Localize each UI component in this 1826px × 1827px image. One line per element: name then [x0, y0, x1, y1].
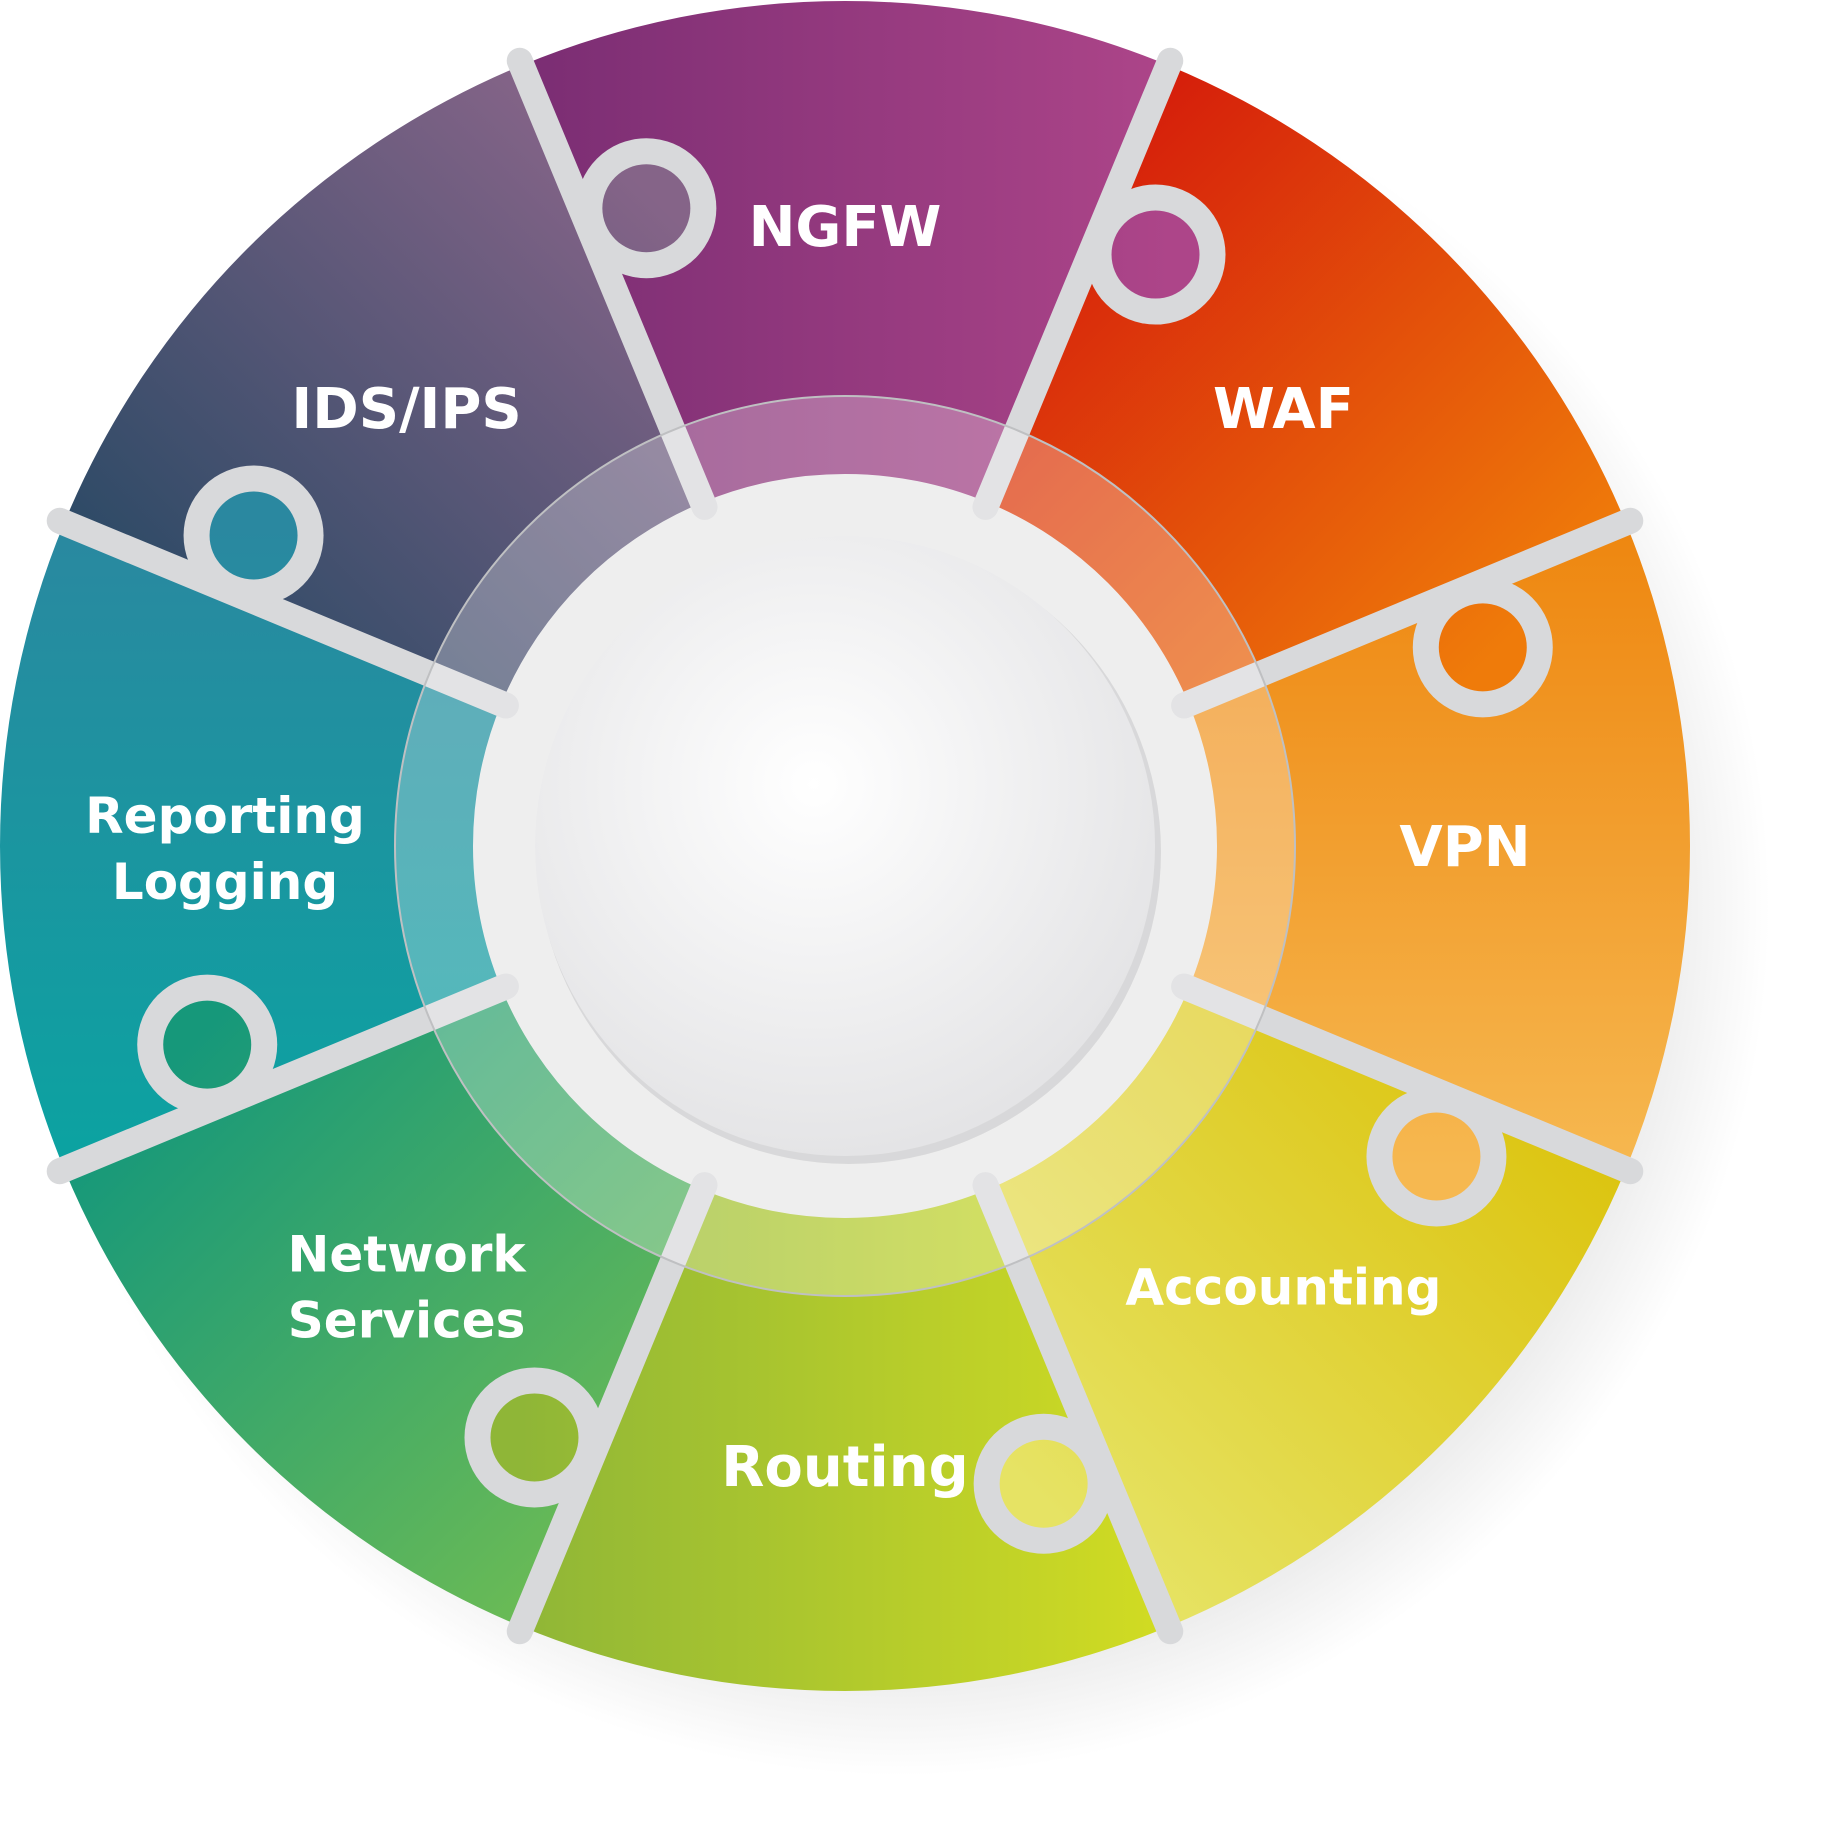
knob-ngfw [1111, 210, 1200, 299]
label-ids-ips: IDS/IPS [291, 377, 521, 442]
label-routing: Routing [721, 1435, 968, 1500]
label-vpn: VPN [1399, 815, 1530, 880]
puzzle-knobs [137, 138, 1553, 1554]
label-network-services-line-1: Network [288, 1226, 528, 1284]
knob-ids-ips [602, 164, 691, 253]
segment-vpn [1188, 522, 1690, 1170]
knob-routing [490, 1393, 579, 1482]
segment-routing [521, 1189, 1169, 1691]
center-ring [394, 395, 1296, 1297]
knob-waf [1438, 603, 1527, 692]
separator-line [972, 1172, 1184, 1645]
segment-separators [46, 47, 1644, 1645]
separator-line [506, 47, 718, 520]
segment-ngfw [521, 0, 1169, 503]
label-waf: WAF [1213, 377, 1354, 442]
wheel-segments [0, 0, 1690, 1691]
separator-line [1171, 507, 1644, 719]
knob-vpn [1392, 1112, 1481, 1201]
segment-reporting-logging [0, 522, 502, 1170]
label-ngfw: NGFW [749, 195, 942, 260]
label-reporting-logging-line-1: Reporting [85, 787, 365, 845]
separator-line [506, 1172, 718, 1645]
separator-line [46, 507, 519, 719]
label-network-services-line-2: Services [288, 1292, 526, 1350]
separator-line [972, 47, 1184, 520]
knob-network-services [163, 1000, 252, 1089]
label-accounting: Accounting [1125, 1259, 1441, 1317]
separator-line [1171, 973, 1644, 1185]
separator-line [46, 973, 519, 1185]
label-reporting-logging-line-2: Logging [112, 853, 338, 911]
center-disc [535, 536, 1155, 1156]
knob-reporting-logging [209, 491, 298, 580]
knob-accounting [999, 1439, 1088, 1528]
